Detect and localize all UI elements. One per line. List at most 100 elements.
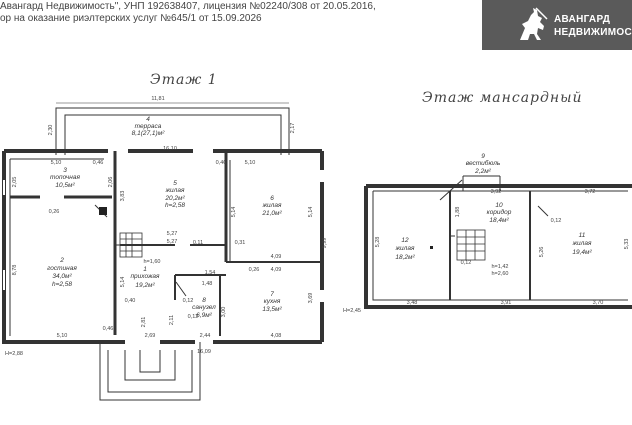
floor1-stairs bbox=[119, 232, 143, 258]
room-area: 20,2м² bbox=[164, 195, 185, 202]
room-area: 2,2м² bbox=[474, 168, 491, 175]
room-area: 13,5м² bbox=[262, 306, 282, 313]
dimension-label: 0,40 bbox=[125, 298, 136, 304]
dimension-label: 0,11 bbox=[193, 240, 203, 246]
room-name: санузел bbox=[192, 304, 216, 311]
dimension-label: 2,05 bbox=[12, 177, 18, 188]
dimension-label: 8,78 bbox=[12, 265, 18, 276]
attic-title: Этаж мансардный bbox=[422, 90, 583, 106]
dimension-label: 16,10 bbox=[163, 146, 177, 152]
room-name: гостиная bbox=[47, 265, 77, 272]
room-area: 18,4м² bbox=[489, 217, 509, 224]
dimension-label: 0,26 bbox=[49, 209, 60, 215]
room-number: 4 bbox=[146, 116, 150, 123]
knight-on-horse-icon bbox=[520, 7, 548, 40]
dimension-label: 3,70 bbox=[593, 300, 604, 306]
dimension-label: 0,12 bbox=[188, 314, 199, 320]
dimension-label: 0,46 bbox=[93, 160, 104, 166]
floor1-title: Этаж 1 bbox=[150, 72, 218, 88]
attic-stairs bbox=[456, 229, 486, 261]
room-number: 9 bbox=[481, 153, 485, 160]
room-name: терраса bbox=[135, 123, 162, 130]
level-marker: Н=2,45 bbox=[343, 308, 361, 314]
dimension-label: 5,10 bbox=[51, 160, 62, 166]
attic-walls bbox=[364, 175, 632, 309]
room-height: h=2,58 bbox=[165, 202, 185, 209]
dimension-label: 4,09 bbox=[271, 267, 282, 273]
room-name: вестибюль bbox=[466, 159, 501, 167]
attic-door-swing bbox=[537, 205, 549, 217]
dimension-label: 5,14 bbox=[231, 207, 237, 218]
dimension-label: 5,14 bbox=[308, 207, 314, 218]
dimension-label: h=1,60 bbox=[144, 259, 161, 265]
dimension-label: 16,09 bbox=[197, 349, 211, 355]
dimension-label: 0,31 bbox=[235, 240, 246, 246]
dimension-label: 4,09 bbox=[271, 254, 282, 260]
room-height: h=2,58 bbox=[52, 281, 72, 288]
attic-marker bbox=[430, 246, 433, 249]
dimension-label: 0,26 bbox=[249, 267, 260, 273]
boiler-symbol bbox=[99, 207, 107, 215]
room-area: 19,4м² bbox=[572, 249, 592, 256]
room-name: кухня bbox=[264, 298, 281, 305]
room-name: жилая bbox=[572, 240, 592, 247]
dimension-label: 5,10 bbox=[245, 160, 256, 166]
room-number: 12 bbox=[401, 237, 409, 244]
floor1-walls bbox=[2, 149, 324, 344]
room-area: 8,1(27,1)м² bbox=[132, 130, 165, 137]
dimension-label: 1,48 bbox=[202, 281, 213, 287]
room-name: коридор bbox=[487, 208, 512, 216]
logo-text-bottom: НЕДВИЖИМОС bbox=[554, 27, 632, 38]
dimension-label: 0,12 bbox=[551, 218, 562, 224]
dimension-label: 2,11 bbox=[169, 315, 175, 325]
dimension-label: 3,92 bbox=[491, 189, 502, 195]
room-area: 21,0м² bbox=[261, 210, 282, 217]
dimension-label: 3,72 bbox=[585, 189, 596, 195]
dimension-label: 2,06 bbox=[108, 177, 114, 188]
dimension-label: 9,99 bbox=[322, 238, 328, 249]
room-area: 18,2м² bbox=[395, 254, 415, 261]
room-name: жилая bbox=[395, 245, 415, 252]
header-contract-line: ор на оказание риэлтерских услуг №645/1 … bbox=[0, 13, 262, 24]
room-area: 10,5м² bbox=[55, 182, 75, 189]
dimension-label: 0,46 bbox=[103, 326, 114, 332]
room-number: 5 bbox=[173, 180, 177, 187]
terrace-outline bbox=[55, 102, 290, 155]
attic-door-swing bbox=[439, 179, 463, 201]
room-number: 3 bbox=[63, 167, 67, 174]
room-number: 7 bbox=[270, 291, 274, 298]
room-name: жилая bbox=[165, 187, 185, 194]
room-area: 19,2м² bbox=[135, 282, 155, 289]
dimension-label: 0,12 bbox=[461, 260, 472, 266]
header-license-line: Авангард Недвижимость", УНП 192638407, л… bbox=[0, 1, 376, 12]
room-name: жилая bbox=[262, 202, 282, 209]
dimension-label: 0,12 bbox=[183, 298, 194, 304]
dimension-label: h=1,42 bbox=[492, 264, 509, 270]
dimension-label: 2,30 bbox=[48, 125, 54, 136]
dimension-label: h=2,60 bbox=[492, 271, 509, 277]
room-area: 6,9м² bbox=[196, 312, 212, 319]
entrance-porch bbox=[99, 342, 201, 401]
door-swing bbox=[175, 281, 187, 297]
dimension-label: 5,28 bbox=[375, 237, 381, 248]
dimension-label: 11,81 bbox=[151, 96, 164, 102]
dimension-label: 5,26 bbox=[539, 247, 545, 258]
dimension-label: 5,14 bbox=[120, 277, 126, 288]
room-number: 8 bbox=[202, 297, 206, 304]
dimension-label: 1,54 bbox=[205, 270, 216, 276]
dimension-label: 5,33 bbox=[624, 239, 630, 250]
dimension-label: 5,10 bbox=[57, 333, 68, 339]
dimension-label: 3,00 bbox=[221, 307, 227, 318]
dimension-label: 3,69 bbox=[308, 293, 314, 304]
room-number: 11 bbox=[579, 232, 586, 239]
dimension-label: 0,46 bbox=[216, 160, 227, 166]
room-area: 34,0м² bbox=[52, 273, 72, 280]
dimension-label: 5,27 bbox=[167, 231, 178, 237]
dimension-label: 2,17 bbox=[290, 123, 296, 134]
dimension-label: 1,88 bbox=[455, 207, 461, 218]
dimension-label: 2,44 bbox=[200, 333, 211, 339]
logo-text-top: АВАНГАРД bbox=[554, 14, 611, 25]
dimension-label: 4,08 bbox=[271, 333, 282, 339]
room-number: 1 bbox=[143, 266, 147, 273]
